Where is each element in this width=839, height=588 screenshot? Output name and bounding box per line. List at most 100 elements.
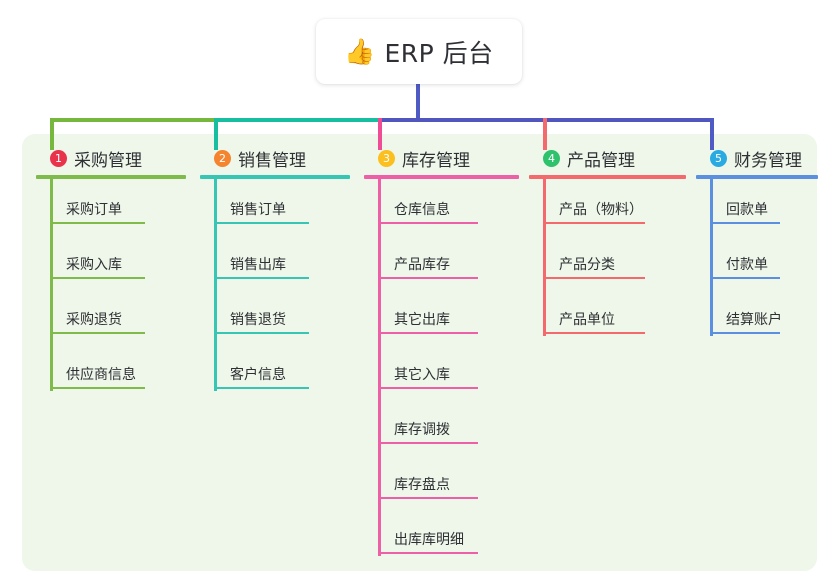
- branch-underline-3: [364, 175, 519, 179]
- leaf-item[interactable]: 产品单位: [529, 289, 686, 344]
- branch-column-3: 3 库存管理仓库信息产品库存其它出库其它入库库存调拨库存盘点出库库明细: [364, 145, 519, 564]
- branch-underline-1: [36, 175, 186, 179]
- branch-header-1[interactable]: 1 采购管理: [36, 145, 186, 171]
- leaf-item-underline: [378, 277, 478, 279]
- leaf-item[interactable]: 销售订单: [200, 179, 350, 234]
- leaf-item[interactable]: 采购入库: [36, 234, 186, 289]
- leaf-item-underline: [710, 277, 780, 279]
- leaf-item[interactable]: 采购退货: [36, 289, 186, 344]
- leaf-item-label: 仓库信息: [394, 202, 450, 218]
- leaf-item[interactable]: 产品分类: [529, 234, 686, 289]
- leaf-item[interactable]: 库存盘点: [364, 454, 519, 509]
- leaf-item[interactable]: 其它出库: [364, 289, 519, 344]
- root-node[interactable]: 👍 ERP 后台: [316, 19, 522, 84]
- leaf-item-label: 库存盘点: [394, 477, 450, 493]
- leaf-item-underline: [378, 222, 478, 224]
- leaf-item-underline: [378, 552, 478, 554]
- branch-badge-1: 1: [50, 149, 67, 167]
- leaf-item-underline: [543, 277, 645, 279]
- leaf-item-label: 采购订单: [66, 202, 122, 218]
- leaf-item[interactable]: 客户信息: [200, 344, 350, 399]
- leaf-item[interactable]: 回款单: [696, 179, 818, 234]
- leaf-item[interactable]: 库存调拨: [364, 399, 519, 454]
- leaf-item-label: 销售订单: [230, 202, 286, 218]
- leaf-item-label: 采购退货: [66, 312, 122, 328]
- leaf-item-label: 供应商信息: [66, 367, 136, 383]
- leaf-item-underline: [214, 277, 309, 279]
- leaf-item[interactable]: 采购订单: [36, 179, 186, 234]
- branch-header-2[interactable]: 2 销售管理: [200, 145, 350, 171]
- leaf-item-underline: [543, 222, 645, 224]
- leaf-item-underline: [378, 497, 478, 499]
- leaf-item[interactable]: 销售退货: [200, 289, 350, 344]
- leaf-item-underline: [378, 387, 478, 389]
- branch-drop-2: [214, 118, 218, 150]
- branch-header-3[interactable]: 3 库存管理: [364, 145, 519, 171]
- branch-spine-4: [543, 179, 546, 336]
- branch-items-5: 回款单付款单结算账户: [696, 179, 818, 344]
- leaf-item[interactable]: 供应商信息: [36, 344, 186, 399]
- connector-bar-green: [50, 118, 214, 122]
- leaf-item-underline: [50, 222, 145, 224]
- leaf-item-label: 销售出库: [230, 257, 286, 273]
- leaf-item[interactable]: 结算账户: [696, 289, 818, 344]
- branch-badge-2: 2: [214, 149, 231, 167]
- branch-badge-3: 3: [378, 149, 395, 167]
- branch-column-5: 5 财务管理回款单付款单结算账户: [696, 145, 818, 344]
- leaf-item-label: 产品单位: [559, 312, 615, 328]
- branch-underline-2: [200, 175, 350, 179]
- leaf-item[interactable]: 其它入库: [364, 344, 519, 399]
- branch-drop-3: [378, 118, 382, 150]
- branch-spine-2: [214, 179, 217, 391]
- leaf-item-underline: [543, 332, 645, 334]
- leaf-item-underline: [50, 387, 145, 389]
- branch-header-4[interactable]: 4 产品管理: [529, 145, 686, 171]
- leaf-item-underline: [214, 387, 309, 389]
- leaf-item-label: 其它入库: [394, 367, 450, 383]
- branch-header-5[interactable]: 5 财务管理: [696, 145, 818, 171]
- leaf-item[interactable]: 仓库信息: [364, 179, 519, 234]
- leaf-item-label: 客户信息: [230, 367, 286, 383]
- branch-title-2: 销售管理: [238, 150, 306, 171]
- leaf-item-underline: [378, 332, 478, 334]
- branch-column-2: 2 销售管理销售订单销售出库销售退货客户信息: [200, 145, 350, 399]
- branch-underline-5: [696, 175, 818, 179]
- branch-spine-5: [710, 179, 713, 336]
- branch-title-4: 产品管理: [567, 150, 635, 171]
- leaf-item-label: 付款单: [726, 257, 768, 273]
- leaf-item-underline: [50, 277, 145, 279]
- leaf-item-underline: [214, 332, 309, 334]
- root-node-title: ERP 后台: [384, 38, 494, 68]
- leaf-item[interactable]: 付款单: [696, 234, 818, 289]
- leaf-item-label: 库存调拨: [394, 422, 450, 438]
- branch-badge-5: 5: [710, 149, 727, 167]
- branch-drop-4: [543, 118, 547, 150]
- leaf-item-underline: [50, 332, 145, 334]
- leaf-item[interactable]: 出库库明细: [364, 509, 519, 564]
- leaf-item[interactable]: 产品（物料）: [529, 179, 686, 234]
- branch-items-3: 仓库信息产品库存其它出库其它入库库存调拨库存盘点出库库明细: [364, 179, 519, 564]
- branch-title-1: 采购管理: [74, 150, 142, 171]
- thumbs-up-icon: 👍: [344, 37, 376, 66]
- branch-spine-1: [50, 179, 53, 391]
- leaf-item[interactable]: 销售出库: [200, 234, 350, 289]
- branch-column-1: 1 采购管理采购订单采购入库采购退货供应商信息: [36, 145, 186, 399]
- leaf-item-underline: [710, 332, 780, 334]
- leaf-item-label: 出库库明细: [394, 532, 464, 548]
- leaf-item-label: 结算账户: [726, 312, 782, 328]
- connector-bar-teal: [214, 118, 378, 122]
- leaf-item[interactable]: 产品库存: [364, 234, 519, 289]
- branch-drop-1: [50, 118, 54, 150]
- leaf-item-underline: [214, 222, 309, 224]
- branch-title-5: 财务管理: [734, 150, 802, 171]
- leaf-item-label: 回款单: [726, 202, 768, 218]
- branch-items-2: 销售订单销售出库销售退货客户信息: [200, 179, 350, 399]
- leaf-item-label: 产品（物料）: [559, 202, 643, 218]
- branch-title-3: 库存管理: [402, 150, 470, 171]
- branch-items-4: 产品（物料） 产品分类产品单位: [529, 179, 686, 344]
- branch-underline-4: [529, 175, 686, 179]
- branch-spine-3: [378, 179, 381, 556]
- leaf-item-label: 采购入库: [66, 257, 122, 273]
- leaf-item-label: 销售退货: [230, 312, 286, 328]
- branch-badge-4: 4: [543, 149, 560, 167]
